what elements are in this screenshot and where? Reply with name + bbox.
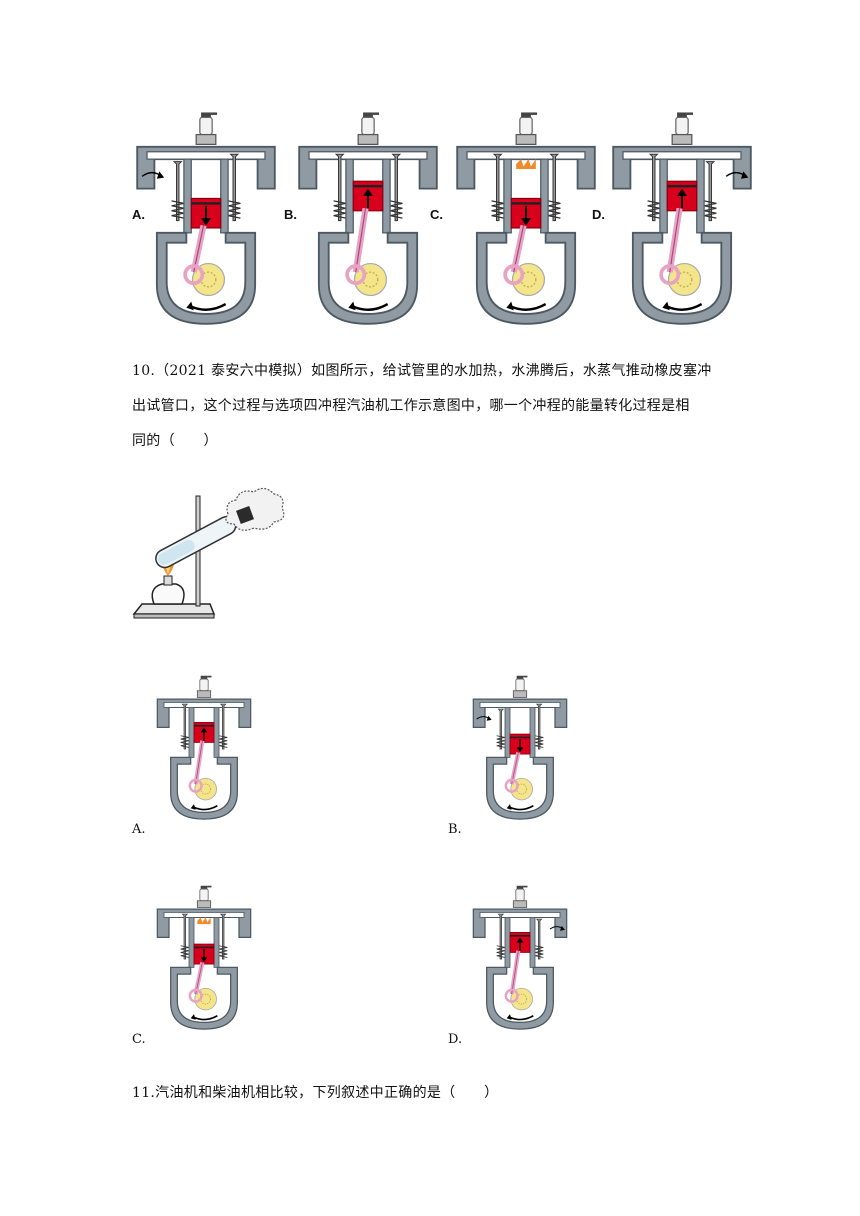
engine-diagram [298, 112, 438, 325]
question-10: 10.（2021 泰安六中模拟）如图所示，给试管里的水加热，水沸腾后，水蒸气推动… [132, 354, 752, 459]
question-10-line-2: 出试管口，这个过程与选项四冲程汽油机工作示意图中，哪一个冲程的能量转化过程是相 [132, 398, 690, 414]
top-option-c [452, 110, 600, 325]
top-option-d-label: D. [592, 207, 605, 222]
engine-diagram [472, 885, 568, 1030]
engine-diagram [472, 675, 568, 820]
question-11: 11.汽油机和柴油机相比较，下列叙述中正确的是（ ） [132, 1085, 499, 1101]
top-option-d [608, 110, 756, 325]
question-10-line-1: 10.（2021 泰安六中模拟）如图所示，给试管里的水加热，水沸腾后，水蒸气推动… [132, 363, 712, 379]
q10-option-b-label[interactable]: B. [448, 822, 462, 837]
q10-option-d[interactable] [470, 872, 570, 1042]
test-tube-apparatus [128, 484, 288, 624]
engine-diagram [156, 675, 252, 820]
top-option-c-label: C. [430, 207, 443, 222]
engine-diagram [456, 112, 596, 325]
q10-option-a-label[interactable]: A. [132, 822, 146, 837]
question-10-line-3: 同的（ ） [132, 433, 218, 449]
top-option-a-label: A. [132, 207, 145, 222]
top-option-a [132, 110, 280, 325]
engine-diagram [156, 885, 252, 1030]
q10-option-c-label[interactable]: C. [132, 1032, 146, 1047]
top-option-b-label: B. [284, 207, 297, 222]
q10-option-b[interactable] [470, 662, 570, 832]
engine-diagram [612, 112, 752, 325]
q10-option-c[interactable] [154, 872, 254, 1042]
engine-diagram [136, 112, 276, 325]
top-option-b [294, 110, 442, 325]
q10-option-d-label[interactable]: D. [448, 1032, 463, 1047]
q10-option-a[interactable] [154, 662, 254, 832]
